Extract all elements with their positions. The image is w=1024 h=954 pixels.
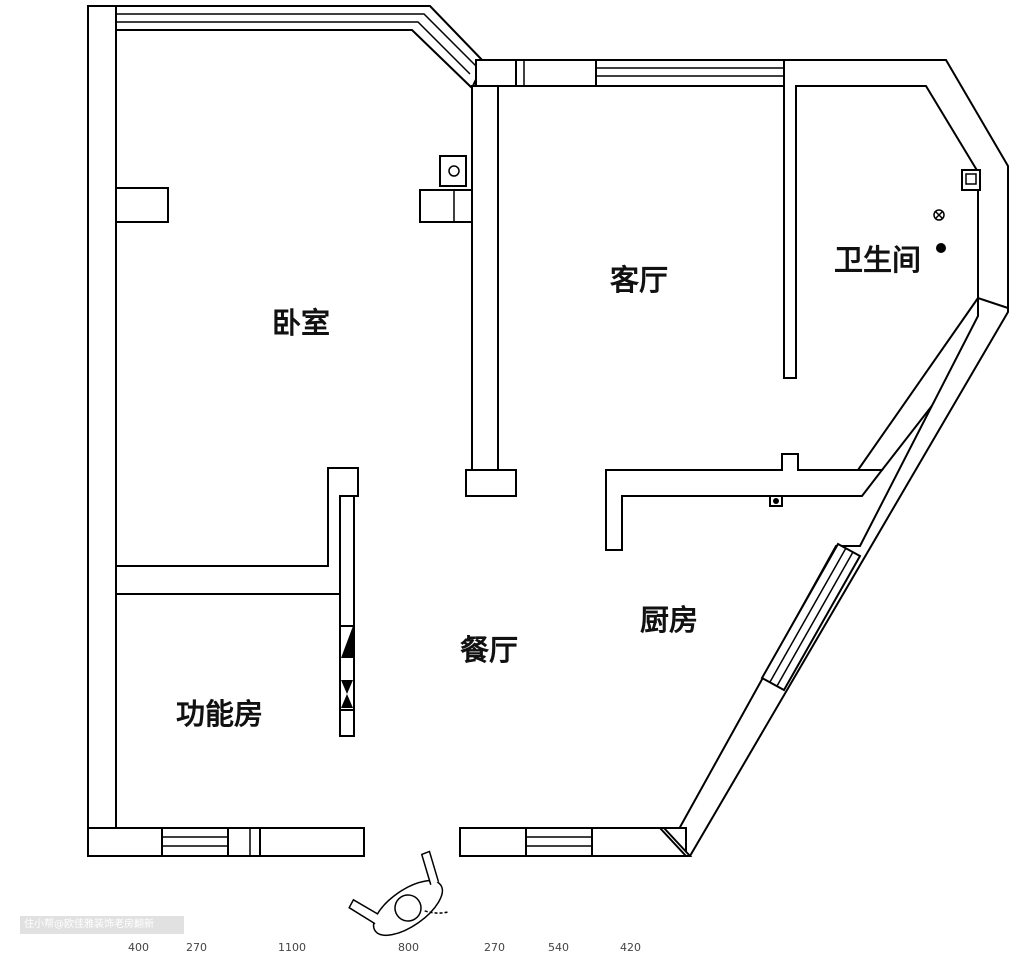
dim-1: 400: [128, 941, 149, 954]
label-utility-room: 功能房: [176, 697, 263, 731]
light-fixture-cross2: [934, 210, 944, 220]
wall-bedroom-utility: [115, 467, 359, 595]
label-bedroom: 卧室: [272, 306, 330, 340]
socket-box: [439, 155, 467, 187]
dimension-row: 400 270 1100 800 270 540 420: [0, 942, 1024, 954]
dim-6: 540: [548, 941, 569, 954]
drain-icon: [773, 498, 779, 504]
watermark: 住小帮@欧佳雅装饰老房翻新: [20, 916, 184, 934]
light-fixture-icon: [933, 209, 945, 221]
door-triangle-a: [341, 626, 353, 658]
window-right-line1: [769, 547, 847, 683]
dim-7: 420: [620, 941, 641, 954]
window-frame-living: [515, 59, 597, 87]
dim-4: 800: [398, 941, 419, 954]
door-triangle-c: [341, 694, 353, 708]
wall-bottom-corner: [657, 827, 693, 857]
bath-socket-box: [961, 169, 981, 191]
label-dining-room: 餐厅: [460, 633, 518, 667]
dim-2: 270: [186, 941, 207, 954]
wall-bedroom-living-end: [465, 469, 517, 497]
bath-socket-inner: [965, 173, 977, 185]
window-top-left: [116, 13, 477, 67]
column-bedroom-left: [115, 187, 169, 223]
window-bottom-left-b: [227, 827, 261, 857]
dim-3: 1100: [278, 941, 306, 954]
person-entrance-icon: [348, 850, 448, 937]
window-top-left-inner: [116, 21, 471, 75]
label-living-room: 客厅: [610, 263, 668, 297]
door-triangle-b: [341, 680, 353, 694]
wall-bedroom-living: [471, 85, 499, 471]
column-bedroom-right: [419, 189, 473, 223]
window-bottom-right: [525, 827, 593, 857]
label-kitchen: 厨房: [640, 603, 698, 637]
wall-kitchen-top: [605, 453, 885, 551]
socket-icon: [448, 165, 460, 177]
window-right-line2: [776, 551, 854, 687]
label-bathroom: 卫生间: [834, 243, 921, 277]
floor-drain-icon: [936, 243, 946, 253]
dim-5: 270: [484, 941, 505, 954]
window-bottom-left-a: [161, 827, 229, 857]
wall-left-outer: [87, 5, 117, 857]
